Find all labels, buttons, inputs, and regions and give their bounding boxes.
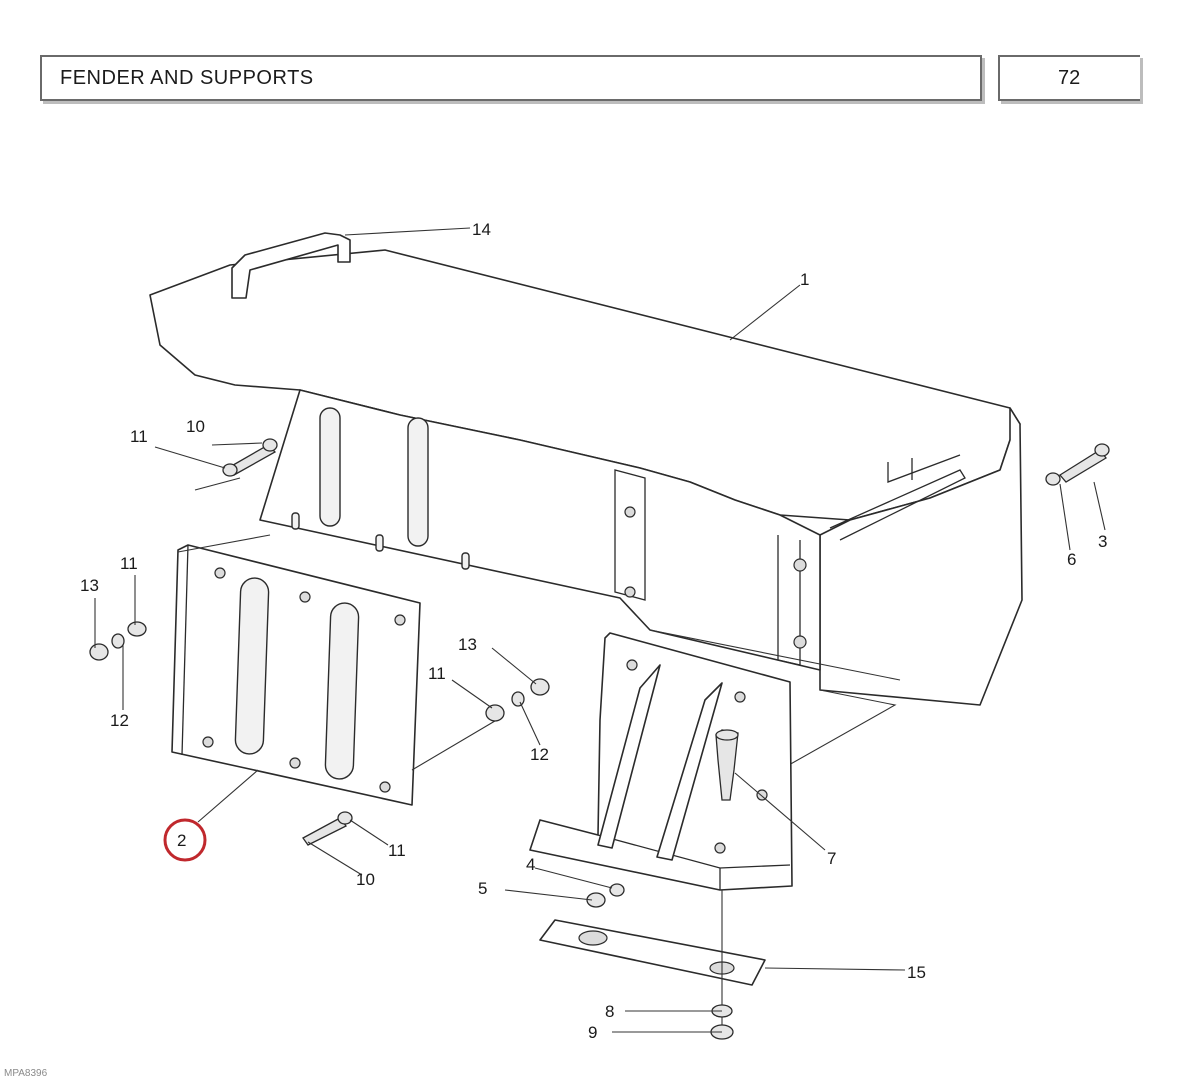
callout-1: 1	[800, 270, 809, 289]
callout-13: 13	[80, 576, 99, 595]
support-plate	[171, 534, 501, 806]
callout-11: 11	[120, 554, 138, 573]
callout-11: 11	[388, 841, 406, 860]
callout-15: 15	[907, 963, 926, 982]
callout-2: 2	[177, 831, 186, 850]
title-box: FENDER AND SUPPORTS	[40, 55, 982, 101]
callout-9: 9	[588, 1023, 597, 1042]
callout-labels: 14 1 10 11 3 6 11 13 13 11 12 12 11 7 4 …	[80, 220, 1107, 1042]
callout-10: 10	[186, 417, 205, 436]
callout-7: 7	[827, 849, 836, 868]
callout-10: 10	[356, 870, 375, 889]
callout-3: 3	[1098, 532, 1107, 551]
callout-12: 12	[110, 711, 129, 730]
lower-plate	[539, 890, 766, 1025]
page-number: 72	[1058, 67, 1081, 89]
callout-12: 12	[530, 745, 549, 764]
callout-4: 4	[526, 855, 535, 874]
fender-body	[149, 249, 1023, 771]
fender-handle	[231, 232, 351, 299]
page-number-box: 72	[998, 55, 1140, 101]
callout-6: 6	[1067, 550, 1076, 569]
callout-5: 5	[478, 879, 487, 898]
callout-14: 14	[472, 220, 491, 239]
callout-11: 11	[130, 427, 148, 446]
callout-2-highlight-circle	[163, 818, 207, 862]
angle-bracket	[529, 632, 793, 891]
callout-11: 11	[428, 664, 446, 683]
page-title: FENDER AND SUPPORTS	[60, 67, 314, 89]
drawing-code: MPA8396	[4, 1068, 48, 1079]
leader-lines	[94, 227, 1106, 1033]
hardware	[89, 438, 1110, 1040]
callout-13: 13	[458, 635, 477, 654]
callout-8: 8	[605, 1002, 614, 1021]
